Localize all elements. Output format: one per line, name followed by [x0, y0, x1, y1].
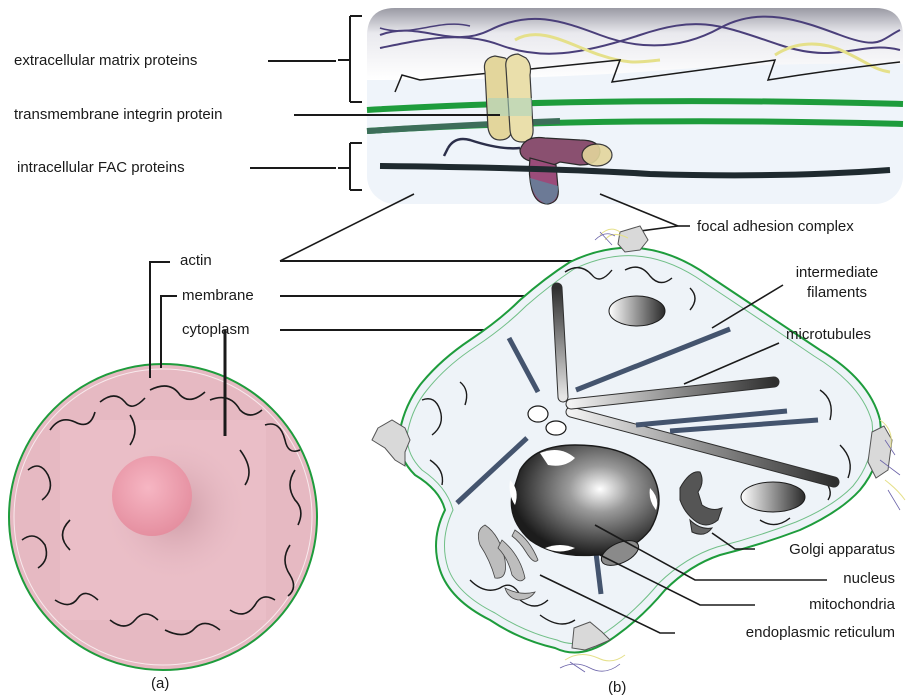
- label-cytoplasm: cytoplasm: [182, 321, 250, 339]
- label-focal-adhesion: focal adhesion complex: [697, 218, 854, 236]
- zoom-connector: [280, 194, 414, 261]
- ecm-bracket: [338, 16, 362, 102]
- cell-a: [9, 364, 317, 670]
- label-er: endoplasmic reticulum: [660, 624, 895, 642]
- vesicle: [546, 421, 566, 435]
- focal-adhesion-anchor: [868, 426, 892, 478]
- label-actin: actin: [180, 252, 212, 270]
- label-microtubules: microtubules: [786, 326, 871, 344]
- nucleus-a: [112, 456, 192, 536]
- label-membrane: membrane: [182, 287, 254, 305]
- mitochondrion: [741, 482, 805, 512]
- label-mitochondria: mitochondria: [740, 596, 895, 614]
- label-nucleus: nucleus: [760, 570, 895, 588]
- label-integrin: transmembrane integrin protein: [14, 106, 222, 124]
- mitochondrion: [609, 296, 665, 326]
- label-ecm-proteins: extracellular matrix proteins: [14, 52, 197, 70]
- vesicle: [528, 406, 548, 422]
- label-filaments: filaments: [785, 284, 889, 302]
- focal-adhesion-zoom-panel: [367, 8, 903, 204]
- nucleus-b: [511, 445, 659, 555]
- label-fac-proteins: intracellular FAC proteins: [17, 159, 185, 177]
- label-panel-b: (b): [608, 679, 626, 697]
- label-intermediate: intermediate: [785, 264, 889, 282]
- label-golgi: Golgi apparatus: [740, 541, 895, 559]
- fac-bracket: [338, 143, 362, 190]
- label-panel-a: (a): [151, 675, 169, 693]
- integrin-protein: [484, 54, 533, 142]
